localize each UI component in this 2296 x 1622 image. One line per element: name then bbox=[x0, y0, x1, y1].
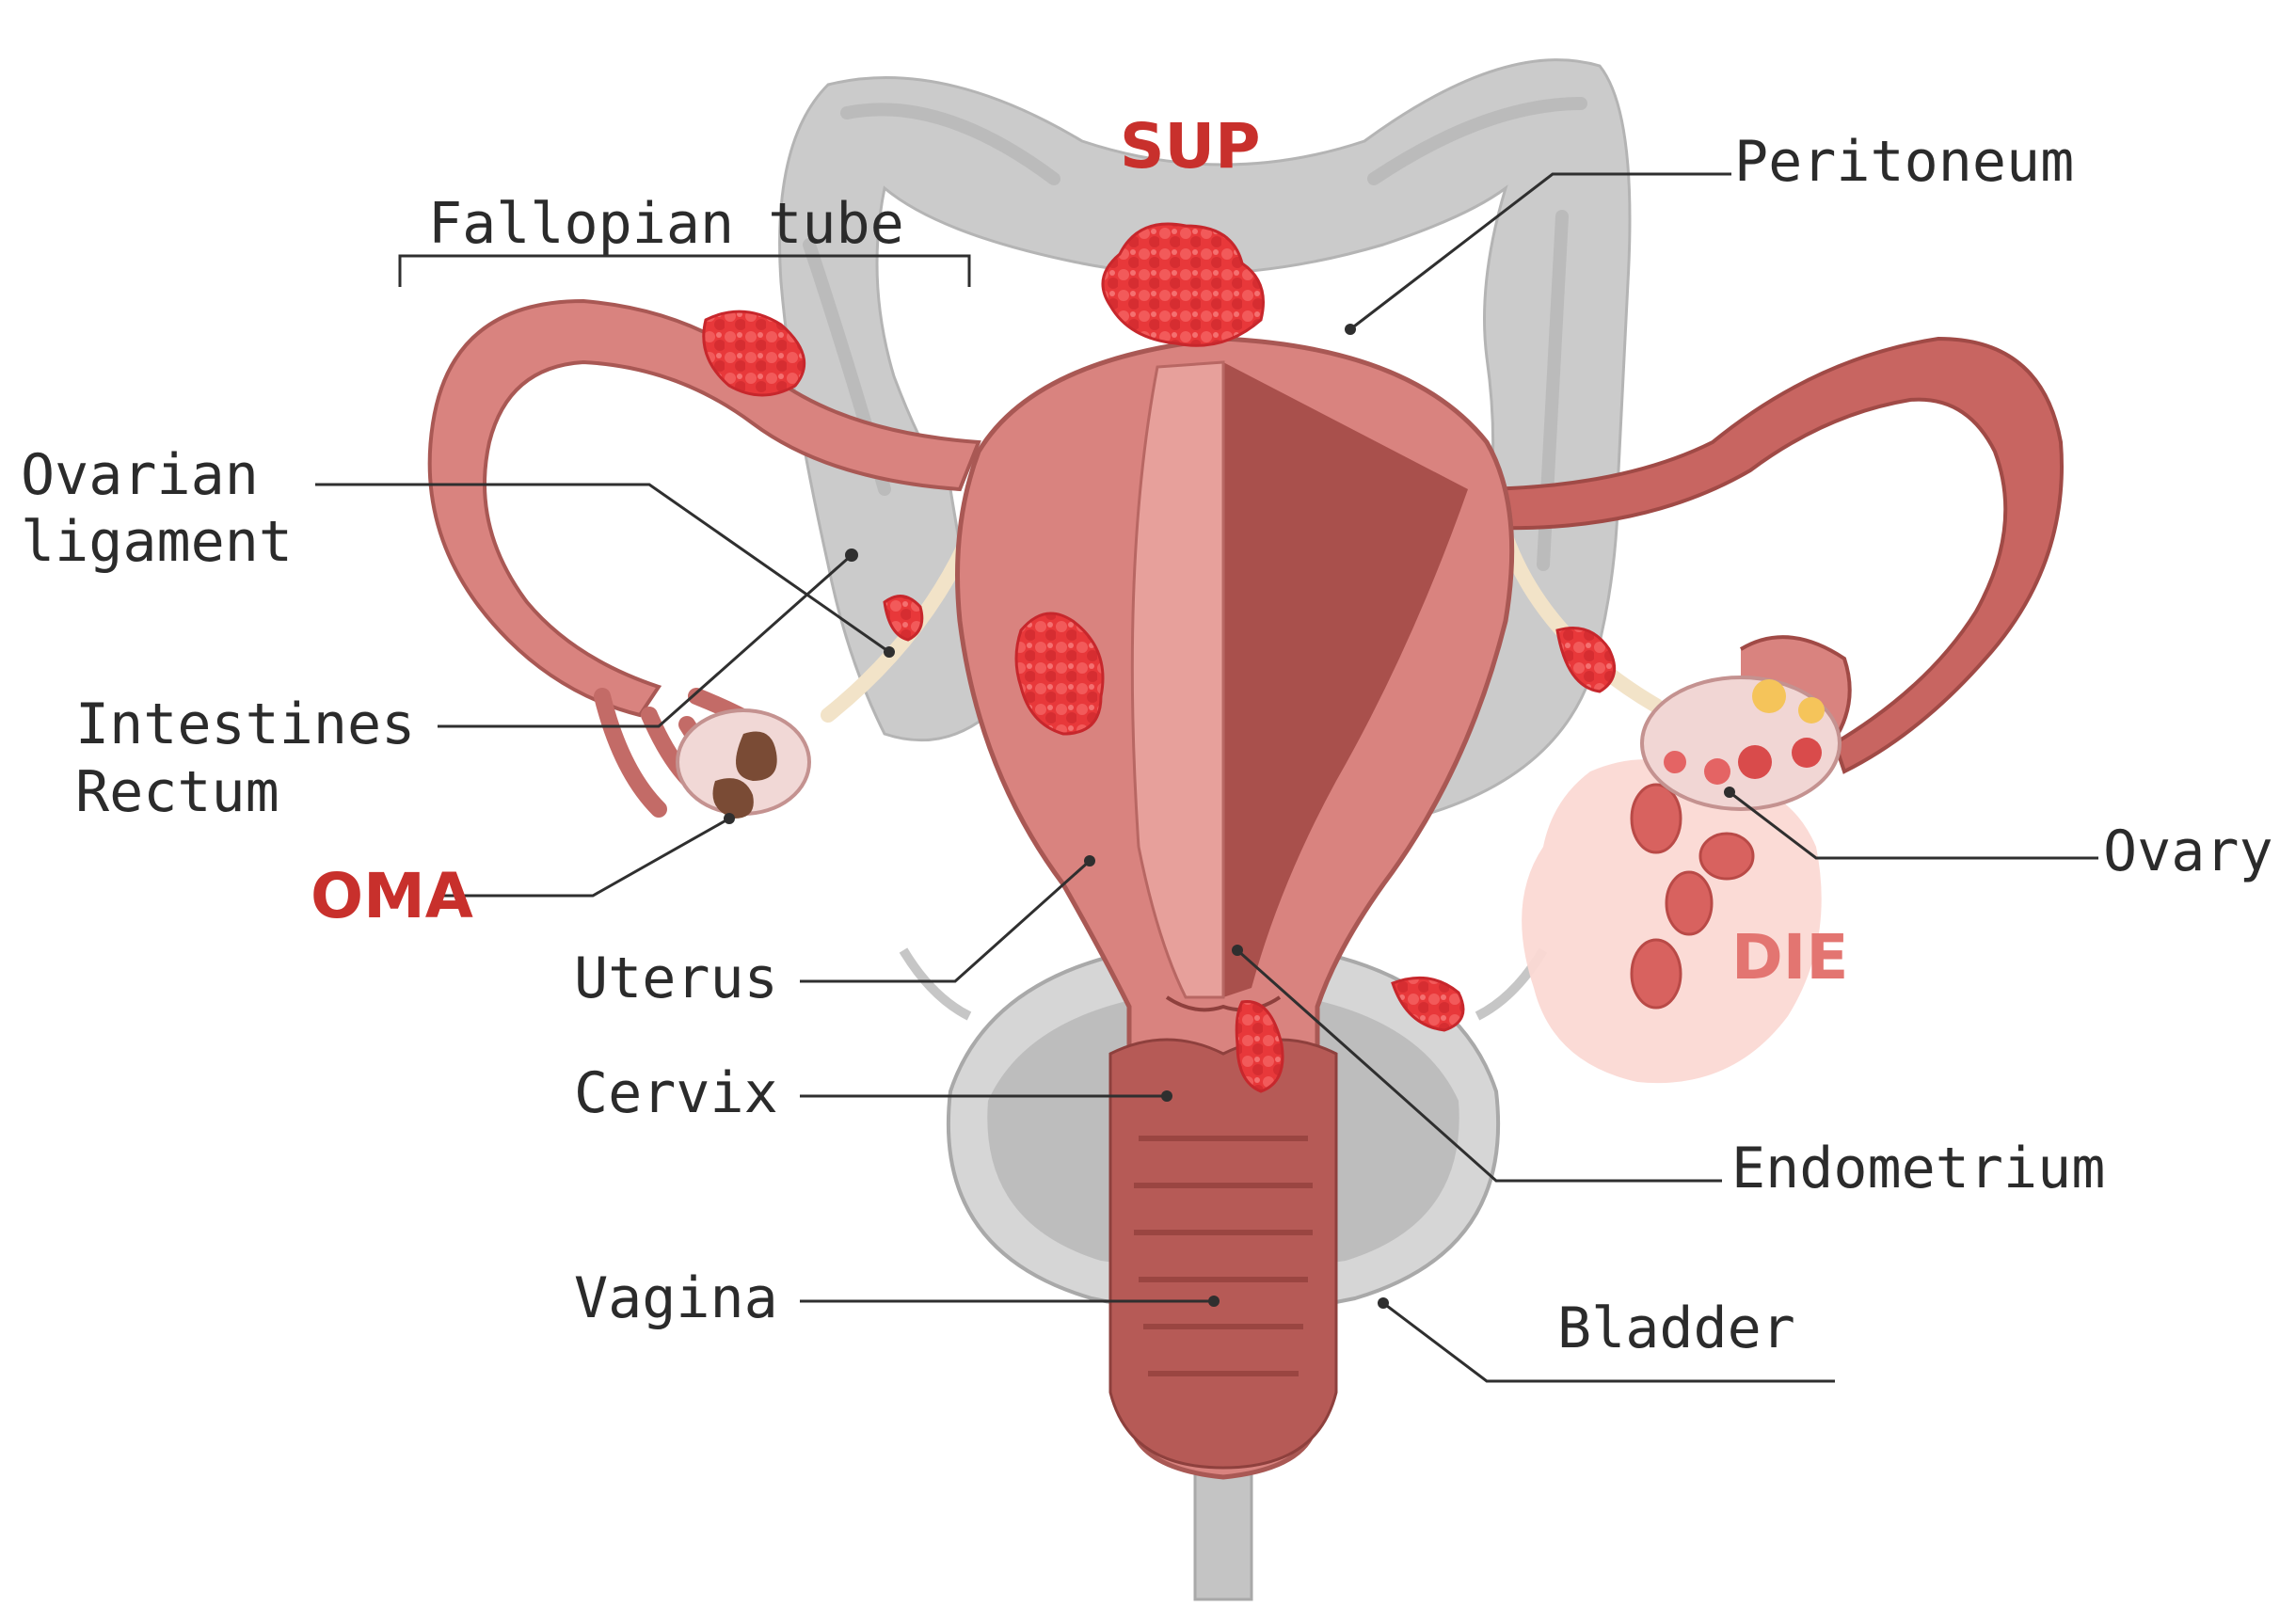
label-ovarian-ligament-line1: Ovarian bbox=[21, 442, 259, 508]
endometrium-leader bbox=[1236, 948, 1722, 1183]
peritoneum-dot bbox=[1345, 324, 1356, 335]
ovarian-ligament-dot bbox=[884, 646, 895, 658]
tag-die: DIE bbox=[1731, 921, 1848, 994]
tag-oma: OMA bbox=[311, 860, 473, 932]
label-bladder: Bladder bbox=[1557, 1296, 1795, 1361]
label-intestines: Intestines bbox=[75, 692, 415, 757]
left-ovary bbox=[676, 708, 811, 819]
die-nodule bbox=[1630, 783, 1682, 854]
die-region bbox=[1522, 759, 1822, 1084]
lesion bbox=[1555, 627, 1617, 693]
endometriotic-lesions bbox=[702, 222, 1617, 1093]
labels: Peritoneum Fallopian tube Ovarian ligame… bbox=[21, 110, 2273, 1361]
lesion bbox=[702, 310, 806, 397]
uterus-dot bbox=[1084, 855, 1095, 867]
label-vagina: Vagina bbox=[574, 1265, 778, 1331]
bladder-dot bbox=[1378, 1297, 1389, 1309]
oma-dot bbox=[724, 813, 735, 824]
label-cervix: Cervix bbox=[574, 1060, 778, 1126]
ovarian-ligament-leader bbox=[315, 483, 890, 654]
ovary-leader bbox=[1729, 790, 2098, 860]
lesion bbox=[883, 595, 924, 642]
die-nodule bbox=[1630, 938, 1682, 1010]
endometrium-dot bbox=[1232, 945, 1243, 956]
large-intestine bbox=[778, 58, 1632, 830]
tag-sup: SUP bbox=[1120, 110, 1261, 183]
label-rectum: Rectum bbox=[75, 759, 279, 825]
label-ovarian-ligament-line2: ligament bbox=[21, 509, 293, 575]
lesion bbox=[1014, 612, 1105, 736]
peritoneum-leader bbox=[1349, 172, 1731, 331]
fallopian-tube-bracket bbox=[398, 254, 971, 287]
die-nodule bbox=[1698, 832, 1755, 881]
lesion bbox=[1101, 222, 1265, 347]
ovary-dot bbox=[1724, 787, 1735, 798]
label-endometrium: Endometrium bbox=[1731, 1136, 2105, 1201]
oma-leader bbox=[438, 817, 730, 898]
lesion bbox=[1235, 1000, 1284, 1093]
label-ovary: Ovary bbox=[2103, 819, 2273, 884]
right-ovary bbox=[1640, 676, 1842, 811]
uterus-leader bbox=[800, 859, 1092, 983]
uterine-cavity bbox=[1223, 362, 1468, 997]
leader-lines bbox=[315, 172, 2098, 1383]
cervix-dot bbox=[1161, 1090, 1172, 1102]
label-fallopian-tube: Fallopian tube bbox=[428, 191, 904, 257]
die-nodule bbox=[1665, 870, 1714, 936]
label-uterus: Uterus bbox=[574, 946, 778, 1011]
intestines-leader bbox=[438, 553, 853, 728]
intestines-dot bbox=[845, 549, 858, 562]
label-peritoneum: Peritoneum bbox=[1734, 129, 2074, 195]
uterus-shape bbox=[955, 336, 1515, 1480]
bladder-leader bbox=[1382, 1301, 1835, 1383]
lesion bbox=[1391, 976, 1465, 1032]
vagina-dot bbox=[1208, 1296, 1220, 1307]
